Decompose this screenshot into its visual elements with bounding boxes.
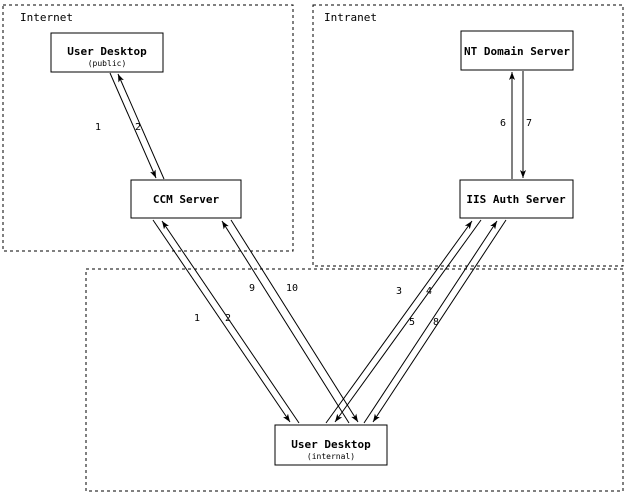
step-label-1-public: 1 xyxy=(95,122,101,133)
flow-internal-desktop-iis-58 xyxy=(363,219,507,424)
node-ccm-server-title: CCM Server xyxy=(153,193,220,206)
flow-line-step-1-internal xyxy=(152,219,291,423)
node-user-desktop-public-box[interactable] xyxy=(50,32,164,73)
flow-iis-nt-domain xyxy=(509,71,526,179)
node-iis-auth-server-box[interactable] xyxy=(459,179,574,219)
step-labels: 1 2 6 7 9 10 1 2 3 4 5 8 xyxy=(95,118,532,328)
node-user-desktop-internal-box[interactable] xyxy=(274,424,388,466)
flow-line-step-4 xyxy=(334,219,482,423)
node-user-desktop-internal-subtitle: (internal) xyxy=(307,452,355,461)
node-user-desktop-public-subtitle: (public) xyxy=(88,59,127,68)
flow-line-step-8 xyxy=(372,219,507,423)
zone-internet-group: Internet xyxy=(2,4,294,252)
node-user-desktop-internal[interactable]: User Desktop (internal) xyxy=(274,424,388,466)
zone-internet-border xyxy=(2,4,294,252)
step-label-10: 10 xyxy=(286,283,298,294)
flow-line-step-2-internal xyxy=(161,220,300,424)
node-ccm-server-box[interactable] xyxy=(130,179,242,219)
step-label-2-internal: 2 xyxy=(225,313,231,324)
node-iis-auth-server-title: IIS Auth Server xyxy=(466,193,566,206)
node-user-desktop-public-title: User Desktop xyxy=(67,45,147,58)
step-label-2-public: 2 xyxy=(135,122,141,133)
flow-line-step-5 xyxy=(363,220,498,424)
zone-internal-group xyxy=(85,268,624,492)
flow-internal-desktop-ccm-910 xyxy=(221,219,359,424)
step-label-5: 5 xyxy=(409,317,415,328)
flow-line-step-1-public xyxy=(109,72,157,179)
zone-internet-label: Internet xyxy=(20,11,73,24)
step-label-6: 6 xyxy=(500,118,506,129)
flow-line-step-2-public xyxy=(117,73,165,180)
step-label-1-internal: 1 xyxy=(194,313,200,324)
zone-intranet-group: Intranet xyxy=(312,4,624,267)
flow-internal-desktop-ccm-12 xyxy=(152,219,300,424)
node-iis-auth-server[interactable]: IIS Auth Server xyxy=(459,179,574,219)
node-ccm-server[interactable]: CCM Server xyxy=(130,179,242,219)
flow-line-step-10 xyxy=(230,219,359,423)
flow-public-desktop-ccm xyxy=(109,72,165,180)
node-user-desktop-internal-title: User Desktop xyxy=(291,438,371,451)
flow-internal-desktop-iis-34 xyxy=(325,219,482,424)
zone-intranet-border xyxy=(312,4,624,267)
zone-intranet-label: Intranet xyxy=(324,11,377,24)
step-label-9: 9 xyxy=(249,283,255,294)
step-label-7: 7 xyxy=(526,118,532,129)
step-label-3: 3 xyxy=(396,286,402,297)
node-nt-domain-server[interactable]: NT Domain Server xyxy=(460,30,574,71)
flow-line-step-3 xyxy=(325,220,473,424)
step-label-8: 8 xyxy=(433,317,439,328)
zone-internal-border xyxy=(85,268,624,492)
node-user-desktop-public[interactable]: User Desktop (public) xyxy=(50,32,164,73)
node-nt-domain-server-box[interactable] xyxy=(460,30,574,71)
node-nt-domain-server-title: NT Domain Server xyxy=(464,45,570,58)
flow-line-step-9 xyxy=(221,220,350,424)
step-label-4: 4 xyxy=(426,286,432,297)
